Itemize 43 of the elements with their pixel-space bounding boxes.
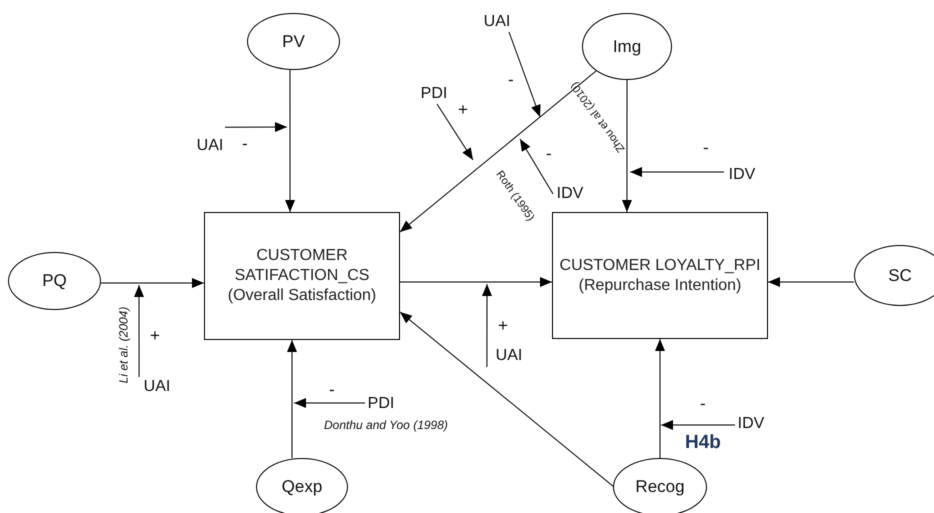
moderator-label: PDI [418, 84, 450, 104]
node-label: SC [888, 266, 912, 286]
moderator-label: IDV [735, 414, 767, 434]
arrow [768, 276, 854, 287]
arrow [436, 104, 474, 160]
hypothesis-label: H4b [685, 435, 721, 451]
arrow [100, 278, 204, 288]
construct-subtitle: (Repurchase Intention) [578, 276, 742, 296]
arrow [508, 32, 541, 118]
moderator-label: IDV [554, 184, 586, 204]
arrow [400, 276, 552, 287]
arrow [287, 340, 297, 458]
arrow [134, 284, 144, 378]
arrow [655, 338, 665, 458]
moderator-label: IDV [724, 165, 760, 185]
arrow [224, 122, 288, 132]
arrow [400, 70, 597, 232]
node-label: PV [282, 32, 305, 52]
arrow [400, 311, 615, 488]
construct-subtitle: (Overall Satisfaction) [228, 286, 376, 306]
construct-title: CUSTOMER SATIFACTION_CS [234, 246, 370, 286]
construct-ellipse [854, 245, 934, 306]
node-label: Img [612, 36, 642, 56]
construct-box [204, 212, 400, 340]
citation-label: Donthu and Yoo (1998) [324, 417, 448, 433]
arrow [294, 398, 366, 408]
construct-title: CUSTOMER LOYALTY_RPI [560, 256, 760, 276]
arrow [482, 284, 492, 368]
moderator-label: UAI [493, 346, 525, 366]
moderator-label: UAI [141, 377, 173, 397]
arrow [285, 70, 296, 212]
moderator-label: UAI [195, 126, 225, 156]
arrow [660, 420, 736, 430]
moderator-label: UAI [481, 12, 513, 32]
arrow [630, 167, 724, 177]
citation-label: Li et al. (2004) [114, 306, 131, 384]
moderator-label: PDI [365, 394, 397, 414]
node-label: Qexp [282, 477, 322, 497]
construct-box [552, 212, 768, 339]
arrow [520, 138, 554, 194]
arrow [622, 80, 632, 212]
node-label: PQ [42, 271, 67, 291]
node-label: Recog [635, 477, 685, 497]
